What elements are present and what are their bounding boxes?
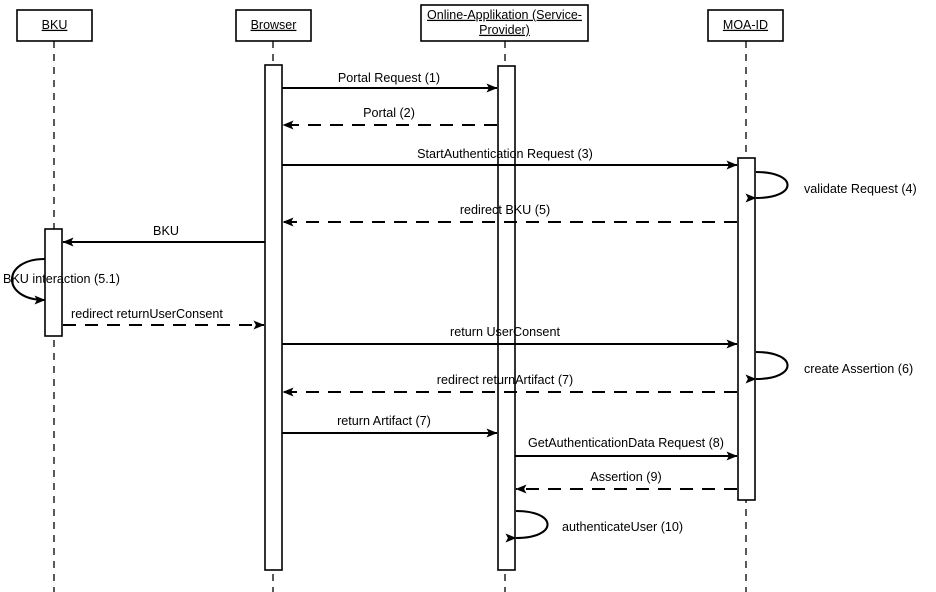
message-m4[interactable]: [745, 170, 789, 203]
lifelines-layer: BKU Browser Online-Applikation (Service-Pr…: [16, 4, 784, 592]
message-label-m8: redirect returnUserConsent: [71, 307, 223, 321]
message-labels-layer: Portal Request (1) Portal (2) StartAuthent…: [3, 71, 917, 534]
message-m10[interactable]: [745, 350, 789, 384]
message-label-m1: Portal Request (1): [338, 71, 440, 85]
activation-bar-moa-id-0[interactable]: [737, 157, 756, 501]
message-m15[interactable]: [505, 509, 549, 543]
self-message-arrow-m15: [505, 509, 549, 543]
message-label-m10: create Assertion (6): [804, 362, 913, 376]
message-label-m13: GetAuthenticationData Request (8): [528, 436, 724, 450]
lifeline-header-box-online-applikation[interactable]: [420, 4, 589, 42]
activation-bar-browser-0[interactable]: [264, 64, 283, 571]
message-label-m11: redirect returnArtifact (7): [437, 373, 573, 387]
activation-bars-layer: [44, 64, 756, 571]
lifeline-label-moa-id: MOA-ID: [723, 18, 768, 32]
message-label-m6: BKU: [153, 224, 179, 238]
message-label-m7: BKU interaction (5.1): [3, 272, 120, 286]
message-label-m15: authenticateUser (10): [562, 520, 683, 534]
lifeline-label-online-applikation: Online-Applikation (Service-: [427, 8, 582, 22]
message-label-m12: return Artifact (7): [337, 414, 431, 428]
lifeline-browser[interactable]: Browser: [235, 9, 312, 592]
lifeline-label-browser: Browser: [251, 18, 297, 32]
self-message-arrow-m4: [745, 170, 789, 203]
message-label-m2: Portal (2): [363, 106, 415, 120]
lifeline-header-box-moa-id[interactable]: [707, 9, 784, 42]
activation-bar-online-applikation-0[interactable]: [497, 65, 516, 571]
message-label-m4: validate Request (4): [804, 182, 917, 196]
self-message-arrow-m10: [745, 350, 789, 384]
lifeline-header-box-browser[interactable]: [235, 9, 312, 42]
lifeline-header-box-bku[interactable]: [16, 9, 93, 42]
messages-layer: [10, 83, 789, 543]
lifeline-label-bku: BKU: [42, 18, 68, 32]
message-label-m3: StartAuthentication Request (3): [417, 147, 593, 161]
message-m7[interactable]: [10, 257, 46, 305]
lifeline-bku[interactable]: BKU: [16, 9, 93, 592]
message-label-m5: redirect BKU (5): [460, 203, 550, 217]
lifeline-label-online-applikation: Provider): [479, 23, 530, 37]
activation-bar-bku-0[interactable]: [44, 228, 63, 337]
self-message-arrow-m7: [10, 257, 46, 305]
message-label-m14: Assertion (9): [590, 470, 661, 484]
message-label-m9: return UserConsent: [450, 325, 560, 339]
